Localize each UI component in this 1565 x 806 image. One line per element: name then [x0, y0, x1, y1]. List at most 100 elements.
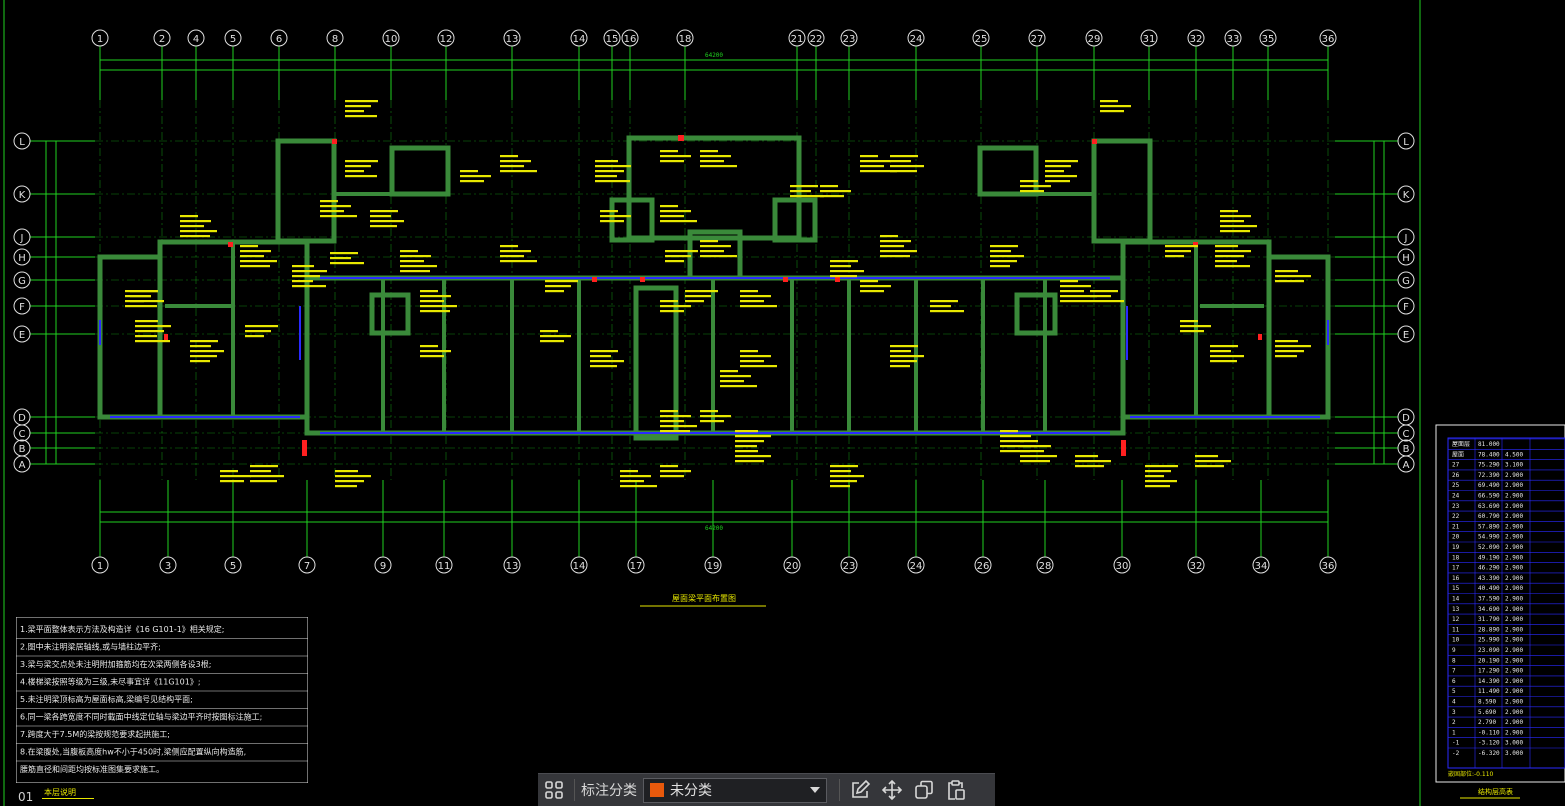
beam-annotation — [665, 250, 698, 263]
note-line: 腰筋直径和间距均按标准图集要求施工。 — [20, 764, 164, 774]
notes-title: 本层说明 — [44, 788, 76, 797]
top-axis-bubble: 6 — [270, 29, 288, 47]
note-line: 8.在梁腹处,当腹板高度hw不小于450时,梁侧应配置纵向构造筋, — [20, 747, 246, 757]
note-line: 7.跨度大于7.5M的梁按规范要求起拱施工; — [20, 729, 170, 739]
axis-label: B — [19, 444, 26, 455]
edit-icon[interactable] — [844, 775, 876, 805]
top-total-dimension: 64200 — [705, 52, 723, 59]
bottom-axis-bubble: 23 — [840, 556, 858, 574]
top-axis-bubble: 13 — [503, 29, 521, 47]
table-cell: 2.900 — [1505, 678, 1523, 685]
top-axis-bubble: 4 — [187, 29, 205, 47]
left-row-bubble: L — [13, 132, 31, 150]
axis-label: K — [19, 190, 26, 201]
table-cell: 9 — [1452, 647, 1456, 654]
bottom-axis-bubble: 5 — [224, 556, 242, 574]
beam-annotation — [460, 170, 491, 183]
table-cell: -3.120 — [1478, 740, 1500, 747]
axis-label: 7 — [304, 561, 310, 572]
axis-label: 10 — [385, 34, 398, 45]
beam-annotation — [860, 155, 897, 173]
table-cell: 63.690 — [1478, 503, 1500, 510]
table-cell: 66.590 — [1478, 493, 1500, 500]
beam-annotation — [1045, 160, 1078, 183]
axis-label: 34 — [1255, 561, 1268, 572]
axis-label: C — [1403, 429, 1410, 440]
beam-annotation — [720, 370, 757, 388]
annotation-category-label: 标注分类 — [581, 783, 637, 799]
bottom-axis-bubble: 28 — [1036, 556, 1054, 574]
table-cell: 2.900 — [1505, 668, 1523, 675]
table-cell: 54.990 — [1478, 534, 1500, 541]
bottom-axis-bubble: 30 — [1113, 556, 1131, 574]
beam-annotation — [860, 280, 891, 293]
table-cell: 34.690 — [1478, 606, 1500, 613]
axis-label: C — [19, 429, 26, 440]
beam-annotation — [1215, 245, 1251, 268]
table-cell: 5.690 — [1478, 709, 1496, 716]
table-cell: 15 — [1452, 585, 1460, 592]
axis-label: 16 — [624, 34, 637, 45]
beam-annotation — [595, 160, 631, 183]
beam-annotation — [190, 340, 224, 363]
table-cell: 2.900 — [1505, 513, 1523, 520]
beam-annotation — [245, 325, 278, 338]
beam-annotation — [830, 465, 864, 488]
axis-label: 19 — [707, 561, 720, 572]
table-cell: 2.900 — [1505, 544, 1523, 551]
beam-annotation — [180, 215, 217, 238]
table-cell: 60.790 — [1478, 513, 1500, 520]
beam-annotation — [740, 290, 777, 308]
bottom-axis-bubble: 11 — [435, 556, 453, 574]
annotation-category-select[interactable]: 未分类 — [643, 777, 827, 803]
table-cell: 2.900 — [1505, 493, 1523, 500]
table-title: 结构层高表 — [1478, 787, 1513, 796]
right-row-bubble: L — [1397, 132, 1415, 150]
table-cell: -2 — [1452, 750, 1460, 757]
table-cell: 10 — [1452, 637, 1460, 644]
beam-annotation — [1220, 210, 1257, 233]
table-cell: 22 — [1452, 513, 1460, 520]
drawing-title: 屋面梁平面布置图 — [672, 593, 736, 603]
axis-label: 30 — [1116, 561, 1129, 572]
bottom-axis-bubble: 13 — [503, 556, 521, 574]
table-cell: 17 — [1452, 565, 1460, 572]
beam-annotation — [292, 265, 327, 288]
beam-annotation — [1275, 270, 1311, 283]
axis-label: H — [1402, 253, 1410, 264]
beam-annotation — [500, 155, 537, 173]
beam-annotation — [660, 205, 697, 223]
toolbar-separator — [839, 779, 840, 801]
beam-annotation — [660, 410, 697, 433]
paste-icon[interactable] — [940, 775, 972, 805]
beam-annotation — [345, 100, 378, 118]
table-cell: 2.900 — [1505, 688, 1523, 695]
table-cell: 3 — [1452, 709, 1456, 716]
left-row-bubble: B — [13, 439, 31, 457]
move-icon[interactable] — [876, 775, 908, 805]
axis-label: H — [18, 253, 26, 264]
table-cell: 8.590 — [1478, 699, 1496, 706]
table-cell: 2.900 — [1505, 596, 1523, 603]
top-axis-bubble: 16 — [621, 29, 639, 47]
axis-label: 17 — [630, 561, 643, 572]
copy-icon[interactable] — [908, 775, 940, 805]
beam-annotation — [830, 260, 864, 278]
bottom-axis-bubble: 24 — [907, 556, 925, 574]
beam-annotation — [590, 350, 624, 368]
bottom-axis-bubble: 3 — [159, 556, 177, 574]
table-cell: 16 — [1452, 575, 1460, 582]
axis-label: 3 — [165, 561, 171, 572]
top-axis-bubble: 23 — [840, 29, 858, 47]
table-cell: 52.090 — [1478, 544, 1500, 551]
columns-red — [164, 135, 1262, 456]
beam-annotation — [700, 240, 737, 258]
axis-label: 24 — [910, 561, 923, 572]
axis-label: 18 — [679, 34, 692, 45]
note-line: 4.楼梯梁按照等级为三级,未尽事宜详《11G101》; — [20, 677, 201, 687]
top-axis-bubble: 29 — [1085, 29, 1103, 47]
left-row-bubble: D — [13, 408, 31, 426]
table-cell: 25 — [1452, 482, 1460, 489]
grid-icon[interactable] — [538, 775, 570, 805]
